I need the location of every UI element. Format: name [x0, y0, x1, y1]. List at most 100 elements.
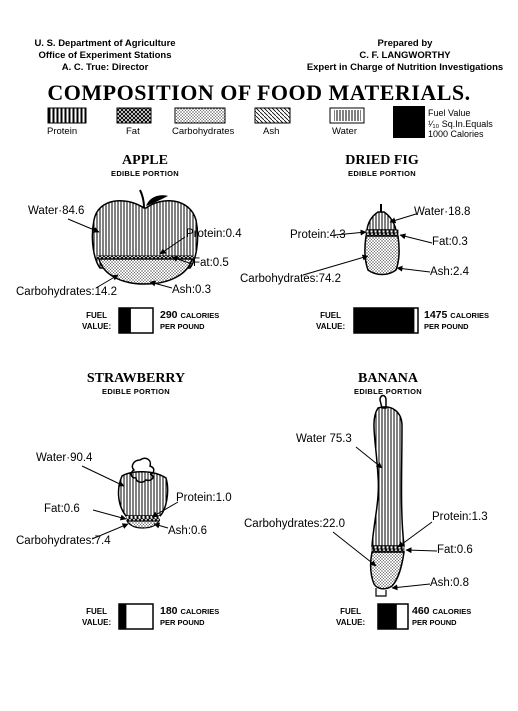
fig-water-arrow: [389, 213, 417, 224]
banana-fuel-fill: [378, 604, 397, 629]
apple-protein-label: Protein:0.4: [186, 228, 242, 240]
page-title: COMPOSITION OF FOOD MATERIALS.: [47, 80, 471, 105]
legend-ash-label: Ash: [263, 126, 280, 137]
strawberry-calories: 180 CALORIES PER POUND: [160, 606, 219, 628]
banana-protein-label: Protein:1.3: [432, 511, 488, 523]
fuel-label-line-1: FUEL: [320, 311, 342, 320]
legend-fuel-swatch: [393, 106, 425, 138]
per-pound: PER POUND: [160, 618, 205, 627]
banana-title: BANANA: [358, 371, 418, 386]
fig-carbohydrates-arrow: [302, 254, 369, 276]
fig-portion: EDIBLE PORTION: [348, 169, 416, 178]
apple-ash-label: Ash:0.3: [172, 284, 211, 296]
banana-carbohydrates-arrow: [332, 531, 377, 567]
strawberry-fuel-label: FUEL VALUE:: [82, 606, 111, 628]
apple-portion: EDIBLE PORTION: [111, 169, 179, 178]
calories-word: CALORIES: [180, 311, 220, 320]
author-header: Prepared by C. F. LANGWORTHY Expert in C…: [300, 38, 510, 74]
dried-fig-illustration: [364, 204, 400, 276]
banana-carbohydrates-label: Carbohydrates:22.0: [244, 518, 346, 530]
strawberry-portion: EDIBLE PORTION: [102, 387, 170, 396]
author-line-3: Expert in Charge of Nutrition Investigat…: [306, 62, 504, 73]
legend-fat-swatch: [116, 107, 152, 124]
legend-ash-swatch: [254, 107, 291, 124]
banana-portion: EDIBLE PORTION: [354, 387, 422, 396]
strawberry-protein-arrow: [151, 501, 179, 518]
strawberry-carbohydrates-label: Carbohydrates:7.4: [16, 535, 111, 547]
strawberry-protein-label: Protein:1.0: [176, 492, 232, 504]
legend-protein-label: Protein: [47, 126, 78, 137]
calories-word: CALORIES: [432, 607, 472, 616]
per-pound: PER POUND: [424, 322, 469, 331]
fig-carbohydrates-label: Carbohydrates:74.2: [240, 273, 342, 285]
apple-title: APPLE: [122, 153, 168, 168]
per-pound: PER POUND: [160, 322, 205, 331]
agency-line-2: Office of Experiment Stations: [38, 50, 172, 61]
fuel-label-line-2: VALUE:: [82, 618, 112, 627]
per-pound: PER POUND: [412, 618, 457, 627]
apple-protein-arrow: [159, 236, 186, 255]
strawberry-illustration: [117, 457, 169, 529]
apple-calories: 290 CALORIES PER POUND: [160, 310, 219, 332]
banana-fuel-label: FUEL VALUE:: [336, 606, 365, 628]
agency-line-1: U. S. Department of Agriculture: [34, 38, 176, 49]
fig-ash-label: Ash:2.4: [430, 266, 469, 278]
strawberry-ash-arrow: [153, 522, 169, 529]
apple-water-label: Water·84.6: [28, 205, 85, 217]
fuel-label-line-1: FUEL: [340, 607, 362, 616]
legend-water-inner: [334, 110, 361, 121]
apple-calories-value: 290: [160, 309, 178, 321]
banana-ash-arrow: [391, 583, 431, 591]
banana-calories: 460 CALORIES PER POUND: [412, 606, 471, 628]
fuel-label-line-2: VALUE:: [316, 322, 346, 331]
legend-carbohydrates-label: Carbohydrates: [172, 126, 235, 137]
fig-water-label: Water·18.8: [414, 206, 471, 218]
banana-ash-label: Ash:0.8: [430, 577, 469, 589]
legend-fuel-note: Fuel Value ¹⁄₁₀ Sq.In.Equals 1000 Calori…: [428, 108, 493, 140]
apple-water-arrow: [67, 218, 100, 233]
apple-ash-arrow: [149, 280, 173, 289]
legend-water-label: Water: [332, 126, 357, 137]
calories-word: CALORIES: [180, 607, 220, 616]
legend-carbohydrates-swatch: [174, 107, 226, 124]
strawberry-fuel-fill: [119, 604, 127, 629]
fig-fat-label: Fat:0.3: [432, 236, 468, 248]
strawberry-fat-label: Fat:0.6: [44, 503, 80, 515]
strawberry-water-label: Water·90.4: [36, 452, 93, 464]
author-line-1: Prepared by: [377, 38, 433, 49]
fig-calories-value: 1475: [424, 309, 448, 321]
strawberry-ash-label: Ash:0.6: [168, 525, 207, 537]
apple-illustration: [91, 189, 199, 285]
author-line-2: C. F. LANGWORTHY: [359, 50, 451, 61]
banana-protein-arrow: [397, 521, 433, 548]
apple-fuel-fill: [119, 308, 131, 333]
strawberry-calories-value: 180: [160, 605, 178, 617]
fig-fuel-fill: [354, 308, 415, 333]
banana-fat-label: Fat:0.6: [437, 544, 473, 556]
legend-protein-swatch: [47, 107, 87, 124]
apple-fuel-label: FUEL VALUE:: [82, 310, 111, 332]
strawberry-title: STRAWBERRY: [86, 371, 186, 386]
banana-illustration: [369, 394, 405, 597]
banana-calories-value: 460: [412, 605, 430, 617]
strawberry-carbohydrates-arrow: [91, 523, 129, 540]
strawberry-water-arrow: [81, 465, 125, 487]
fuel-label-line-1: FUEL: [86, 607, 108, 616]
banana-water-arrow: [355, 446, 383, 469]
fuel-label-line-2: VALUE:: [82, 322, 112, 331]
strawberry-fat-arrow: [92, 509, 127, 521]
agency-header: U. S. Department of Agriculture Office o…: [30, 38, 180, 74]
apple-fat-arrow: [171, 255, 193, 265]
agency-line-3: A. C. True: Director: [61, 62, 149, 73]
fuel-label-line-2: VALUE:: [336, 618, 366, 627]
legend-fat-label: Fat: [126, 126, 140, 137]
apple-fat-label: Fat:0.5: [193, 257, 229, 269]
banana-water-label: Water 75.3: [296, 433, 352, 445]
apple-carbohydrates-arrow: [95, 274, 119, 289]
fuel-note-line-1: Fuel Value: [428, 108, 471, 118]
fig-protein-label: Protein:4.3: [290, 229, 346, 241]
banana-fat-arrow: [405, 547, 438, 554]
fuel-label-line-1: FUEL: [86, 311, 108, 320]
fig-fuel-label: FUEL VALUE:: [316, 310, 345, 332]
